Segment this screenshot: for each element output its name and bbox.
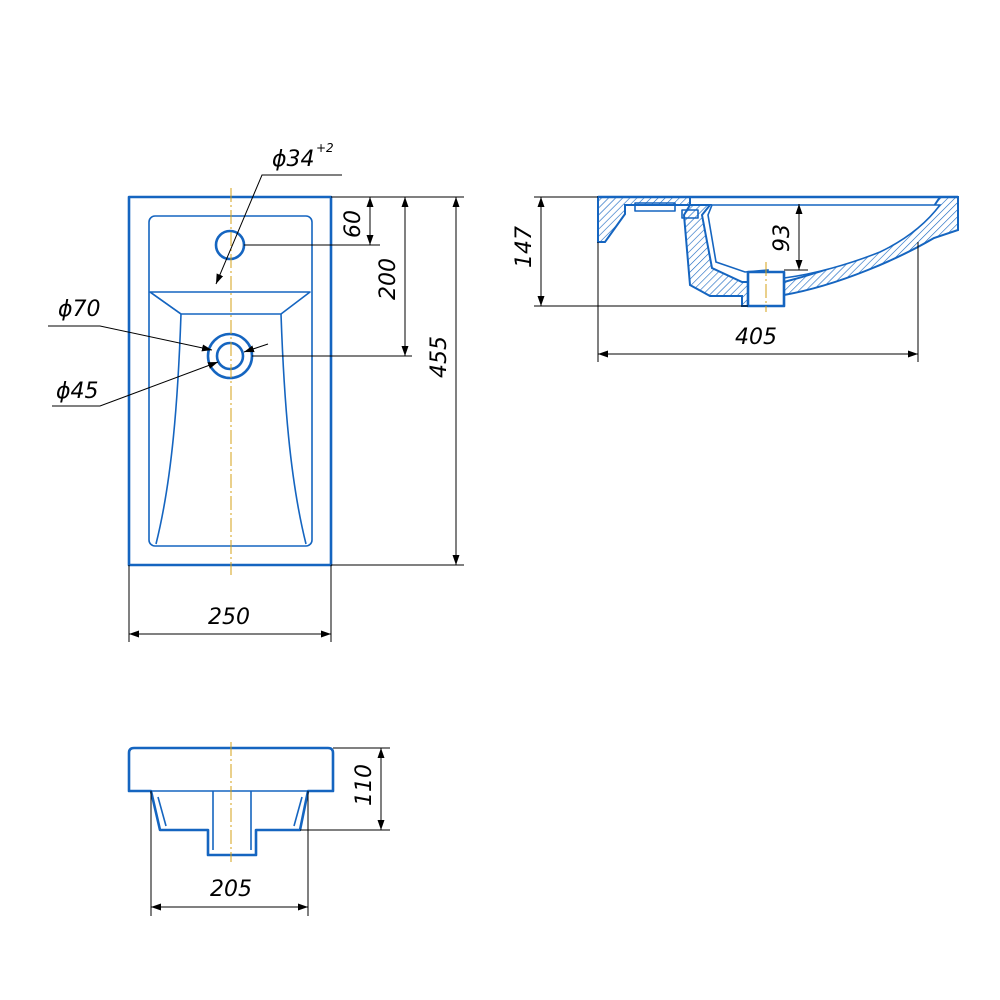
overflow-slot bbox=[634, 202, 676, 212]
side-section-view: 147 93 405 bbox=[512, 195, 959, 362]
drain-right-arrow bbox=[243, 343, 269, 353]
front-view: 110 205 bbox=[127, 742, 390, 916]
drain-outer-diameter-label: ϕ70 bbox=[58, 297, 101, 322]
dim-405-label: 405 bbox=[735, 325, 777, 350]
front-bowl-inner-right bbox=[293, 796, 303, 827]
drain-inner-leader bbox=[52, 361, 219, 407]
drain-outer-leader bbox=[48, 325, 213, 352]
dim-93-label: 93 bbox=[770, 224, 795, 252]
drain-inner-circle bbox=[215, 341, 245, 371]
left-rim-section bbox=[597, 196, 691, 243]
bowl-corner-left bbox=[149, 291, 182, 315]
top-view: ϕ34 +2 ϕ70 ϕ45 60 200 455 250 bbox=[48, 141, 464, 642]
faucet-hole-tolerance-label: +2 bbox=[316, 141, 334, 155]
bowl-taper-right bbox=[280, 313, 307, 545]
dim-455-label: 455 bbox=[427, 336, 452, 378]
dim-250-label: 250 bbox=[208, 605, 250, 630]
dim-147-label: 147 bbox=[512, 226, 537, 268]
drain-inner-diameter-label: ϕ45 bbox=[56, 379, 99, 404]
front-bowl-inner-left bbox=[157, 796, 167, 827]
overflow-channel bbox=[681, 209, 699, 219]
dim-110-label: 110 bbox=[352, 764, 377, 806]
faucet-hole-diameter-label: ϕ34 bbox=[272, 147, 315, 172]
dim-205-label: 205 bbox=[210, 877, 252, 902]
front-basin-outline bbox=[127, 746, 335, 857]
faucet-hole-leader bbox=[215, 174, 342, 285]
bowl-taper-left bbox=[155, 313, 182, 545]
dim-200-label: 200 bbox=[376, 258, 401, 300]
faucet-hole bbox=[214, 229, 246, 261]
dim-60-label: 60 bbox=[341, 210, 366, 238]
